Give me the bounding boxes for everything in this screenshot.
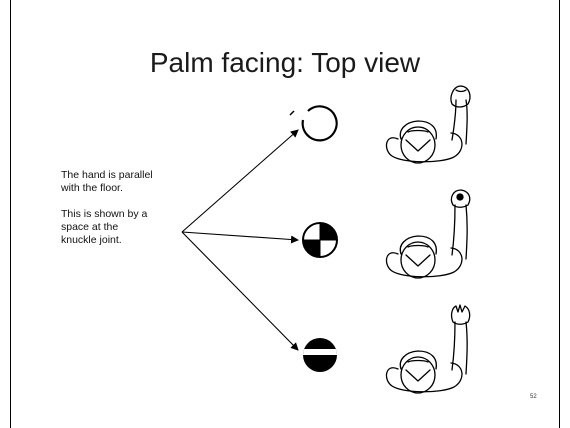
filled-circle-symbol [300,338,340,372]
open-circle-symbol [290,106,337,140]
figure-top-view-arm-raised-fist [386,86,469,163]
quarter-filled-circle-symbol [303,223,337,257]
arrow-to-open-circle [182,130,298,232]
figure-top-view-arm-raised-side [386,190,469,278]
page-number: 52 [530,394,537,400]
arrow-to-filled-circle [182,232,298,350]
pointer-arrows [182,130,298,350]
figure-top-view-arm-raised-palm [386,305,469,393]
arrow-to-quarter-circle [182,232,298,240]
